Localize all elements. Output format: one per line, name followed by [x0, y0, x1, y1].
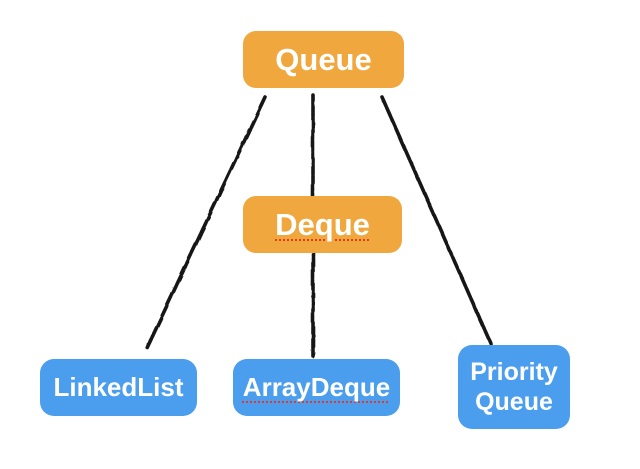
node-linkedlist: LinkedList	[40, 359, 197, 416]
node-arraydeque-label: ArrayDeque	[242, 372, 391, 402]
node-deque: Deque	[243, 196, 402, 253]
node-queue-label: Queue	[275, 41, 372, 77]
node-deque-label: Deque	[275, 206, 370, 242]
node-queue: Queue	[243, 31, 404, 88]
node-arraydeque: ArrayDeque	[233, 359, 400, 416]
node-priorityqueue-label-line1: Priority	[470, 357, 558, 386]
edge-queue-linkedlist	[145, 95, 267, 350]
edge-queue-priorityqueue	[380, 95, 493, 346]
node-linkedlist-label: LinkedList	[53, 372, 184, 402]
node-priorityqueue-label-line2: Queue	[475, 388, 553, 416]
node-priorityqueue: Priority Queue	[458, 345, 570, 429]
